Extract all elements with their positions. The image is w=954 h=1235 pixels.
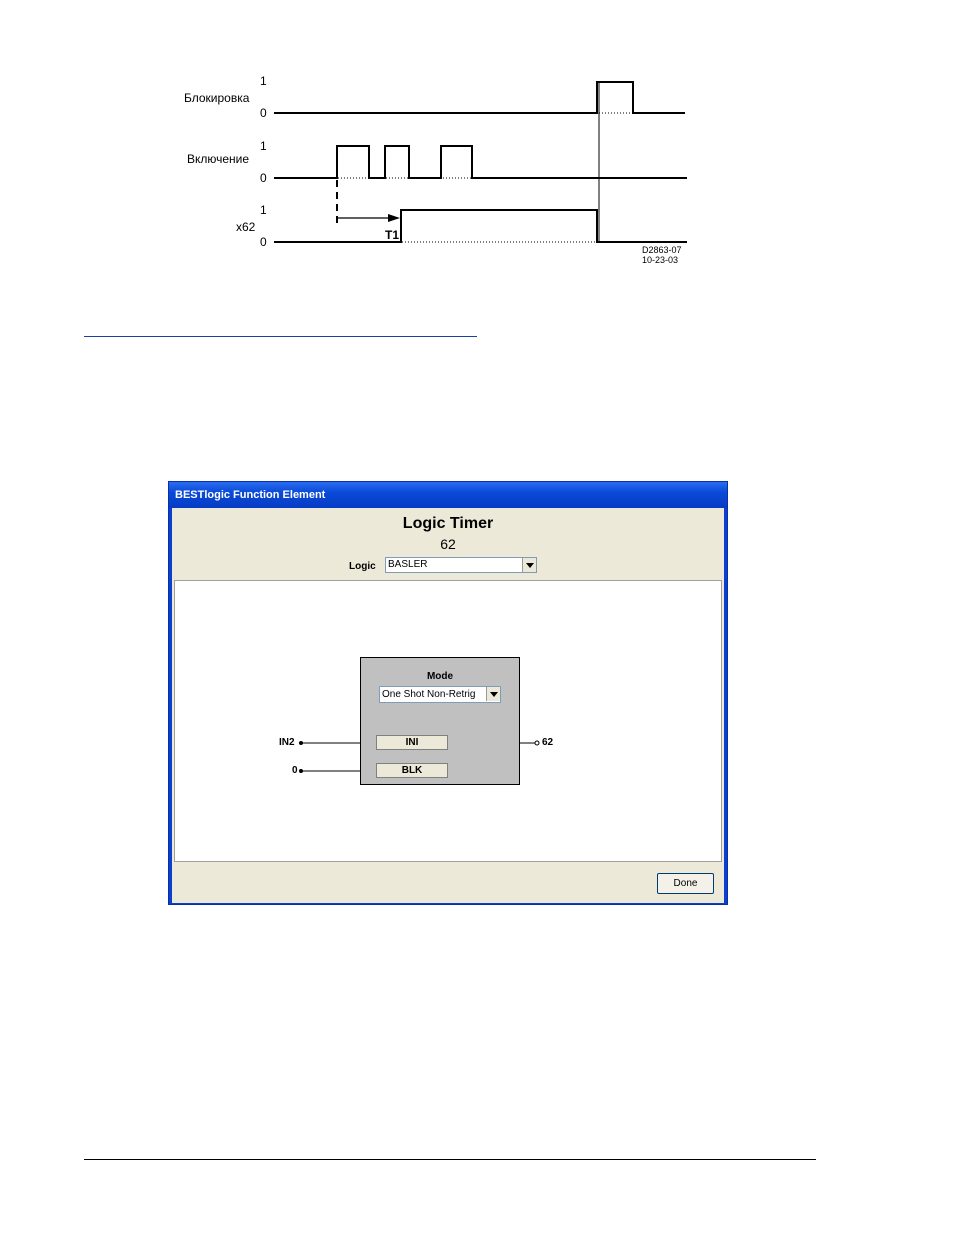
drawing-code: D2863-07 (642, 245, 682, 255)
ini-button[interactable]: INI (376, 735, 448, 750)
x62-signal-label: x62 (236, 220, 256, 234)
mode-label: Mode (426, 671, 454, 682)
blk-button[interactable]: BLK (376, 763, 448, 778)
logic-dropdown-arrow-icon[interactable] (522, 558, 536, 572)
mode-select[interactable]: One Shot Non-Retrig (379, 686, 501, 703)
x62-signal-low: 0 (260, 235, 267, 249)
dialog-titlebar[interactable]: BESTlogic Function Element (169, 482, 727, 508)
logic-canvas: IN2 0 62 Mode One Shot Non-Retrig INI BL… (174, 580, 722, 862)
output-label: 62 (542, 737, 554, 748)
blk-input-node (299, 769, 303, 773)
dialog-title: BESTlogic Function Element (175, 489, 326, 501)
enable-signal-label: Включение (187, 152, 250, 166)
enable-signal-high: 1 (260, 139, 267, 153)
blk-input-label: 0 (292, 765, 298, 776)
block-signal-high: 1 (260, 74, 267, 88)
logic-select-value: BASLER (388, 559, 428, 570)
footer-rule (84, 1159, 816, 1160)
logic-label: Logic (349, 561, 376, 572)
dialog-client: Logic Timer 62 Logic BASLER IN2 0 62 Mod… (172, 508, 724, 903)
timing-diagram (274, 81, 687, 243)
wiring (299, 740, 540, 773)
enable-signal-low: 0 (260, 171, 267, 185)
block-signal-label: Блокировка (184, 91, 250, 105)
timer-block: Mode One Shot Non-Retrig INI BLK (360, 657, 520, 785)
section-rule (84, 336, 477, 337)
x62-signal-waveform (274, 209, 687, 243)
ini-input-label: IN2 (279, 737, 295, 748)
x62-signal-high: 1 (260, 203, 267, 217)
mode-select-value: One Shot Non-Retrig (382, 689, 476, 700)
done-button[interactable]: Done (657, 873, 714, 894)
block-signal-waveform (274, 81, 685, 114)
logic-select[interactable]: BASLER (385, 557, 537, 573)
output-node (534, 740, 540, 746)
drawing-date: 10-23-03 (642, 255, 679, 265)
delay-label: T1 (385, 228, 400, 242)
ini-input-node (299, 741, 303, 745)
delay-arrow-head (388, 214, 400, 222)
bestlogic-dialog: BESTlogic Function Element Logic Timer 6… (168, 481, 728, 905)
mode-dropdown-arrow-icon[interactable] (486, 687, 500, 701)
element-title: Logic Timer (402, 515, 494, 532)
block-signal-low: 0 (260, 106, 267, 120)
element-number: 62 (440, 536, 456, 552)
enable-signal-waveform (274, 145, 687, 179)
